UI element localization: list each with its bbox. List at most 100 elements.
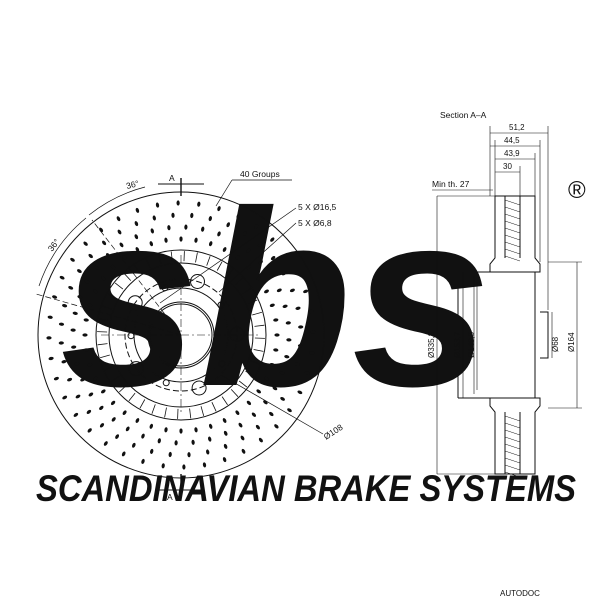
drill-hole <box>86 409 92 414</box>
cooling-slot <box>139 399 146 409</box>
drill-hole <box>110 400 116 406</box>
drill-hole <box>84 279 90 284</box>
bolt-hole-pattern <box>127 274 245 396</box>
drill-hole <box>235 254 240 260</box>
cooling-slot <box>242 288 252 295</box>
drill-hole <box>150 228 154 234</box>
drill-hole <box>99 423 105 428</box>
cooling-slot <box>99 354 110 359</box>
drill-hole <box>308 309 314 314</box>
vent-hatching <box>504 199 521 478</box>
drill-hole <box>71 345 77 349</box>
cooling-slot <box>216 261 223 271</box>
drill-hole <box>134 221 139 227</box>
drill-hole <box>190 212 194 219</box>
cooling-slot <box>102 305 112 310</box>
drill-hole <box>246 248 251 253</box>
drill-hole <box>73 412 79 417</box>
drill-hole <box>48 356 54 361</box>
cooling-slot <box>238 380 248 388</box>
drill-hole <box>269 303 275 308</box>
drill-hole <box>258 259 263 265</box>
hatch-line <box>504 241 521 248</box>
cooling-slot <box>206 256 211 266</box>
drill-hole <box>47 315 53 319</box>
braking-surface-inner-edge <box>95 249 267 421</box>
drill-hole <box>284 355 290 359</box>
cooling-slot-pattern <box>97 251 265 419</box>
small-holes-callout: 5 X Ø6,8 <box>298 218 332 228</box>
drill-hole <box>223 443 228 449</box>
drill-hole <box>269 411 274 417</box>
drill-hole <box>121 451 126 457</box>
cooling-slot <box>245 370 255 377</box>
autodoc-mark: AUTODOC <box>500 589 540 598</box>
drill-hole <box>116 216 121 222</box>
drill-hole <box>242 231 247 236</box>
hatch-line <box>504 464 521 471</box>
drill-hole <box>58 341 64 345</box>
cooling-slot <box>226 268 234 278</box>
cooling-slot <box>211 402 217 412</box>
small-hole <box>217 301 225 309</box>
drill-hole-pattern <box>46 200 316 470</box>
bolt-hole <box>191 380 207 396</box>
drill-hole <box>125 426 130 432</box>
drill-hole <box>270 237 275 242</box>
cooling-slot <box>235 277 243 286</box>
drill-hole <box>99 227 104 233</box>
drill-hole <box>62 304 68 308</box>
drill-hole <box>77 295 83 299</box>
cooling-slot <box>200 406 205 417</box>
drill-hole <box>70 257 75 262</box>
disc-section-view <box>457 195 549 475</box>
cooling-slot <box>250 360 260 365</box>
hatch-line <box>504 213 521 220</box>
hatch-line <box>504 227 521 234</box>
drill-hole <box>269 362 275 367</box>
cooling-slot <box>145 258 151 268</box>
drill-hole <box>235 410 240 416</box>
drill-hole <box>179 428 183 434</box>
groups-leader <box>215 179 233 207</box>
sbs-logo: sbs <box>60 159 491 438</box>
drill-hole <box>99 405 104 411</box>
drill-hole <box>273 348 279 352</box>
drill-hole <box>74 362 80 366</box>
drill-hole <box>77 269 82 274</box>
drill-hole <box>93 289 98 294</box>
drill-hole <box>135 418 140 423</box>
drill-hole <box>179 236 183 242</box>
drill-hole <box>208 241 213 247</box>
hatch-line <box>504 255 521 262</box>
hub-pilot <box>540 311 549 359</box>
cooling-slot <box>110 375 120 382</box>
drill-hole <box>59 275 65 280</box>
drill-hole <box>161 463 165 469</box>
drill-hole <box>46 336 52 340</box>
drill-hole <box>83 318 89 322</box>
drill-hole <box>194 237 198 243</box>
drill-hole <box>289 288 295 293</box>
drill-hole <box>285 321 291 325</box>
angle-ray-1 <box>91 219 182 336</box>
drill-hole <box>152 215 156 221</box>
cooling-slot <box>157 253 162 264</box>
drill-hole <box>287 408 292 413</box>
bolt-holes-callout: 5 X Ø16,5 <box>298 202 337 212</box>
cooling-slot <box>107 293 117 300</box>
drill-hole <box>83 348 89 352</box>
cooling-slot <box>134 264 141 274</box>
drill-hole <box>132 442 136 448</box>
hatch-line <box>504 429 521 436</box>
drill-hole <box>297 390 303 395</box>
hatch-line <box>504 443 521 450</box>
min-thickness-label: Min th. 27 <box>432 179 470 189</box>
drill-hole <box>274 333 280 337</box>
drill-hole <box>150 448 154 454</box>
drill-hole <box>149 423 154 429</box>
hatch-line <box>504 415 521 422</box>
drill-hole <box>168 451 172 458</box>
drill-hole <box>119 242 124 248</box>
drill-hole <box>240 435 245 441</box>
